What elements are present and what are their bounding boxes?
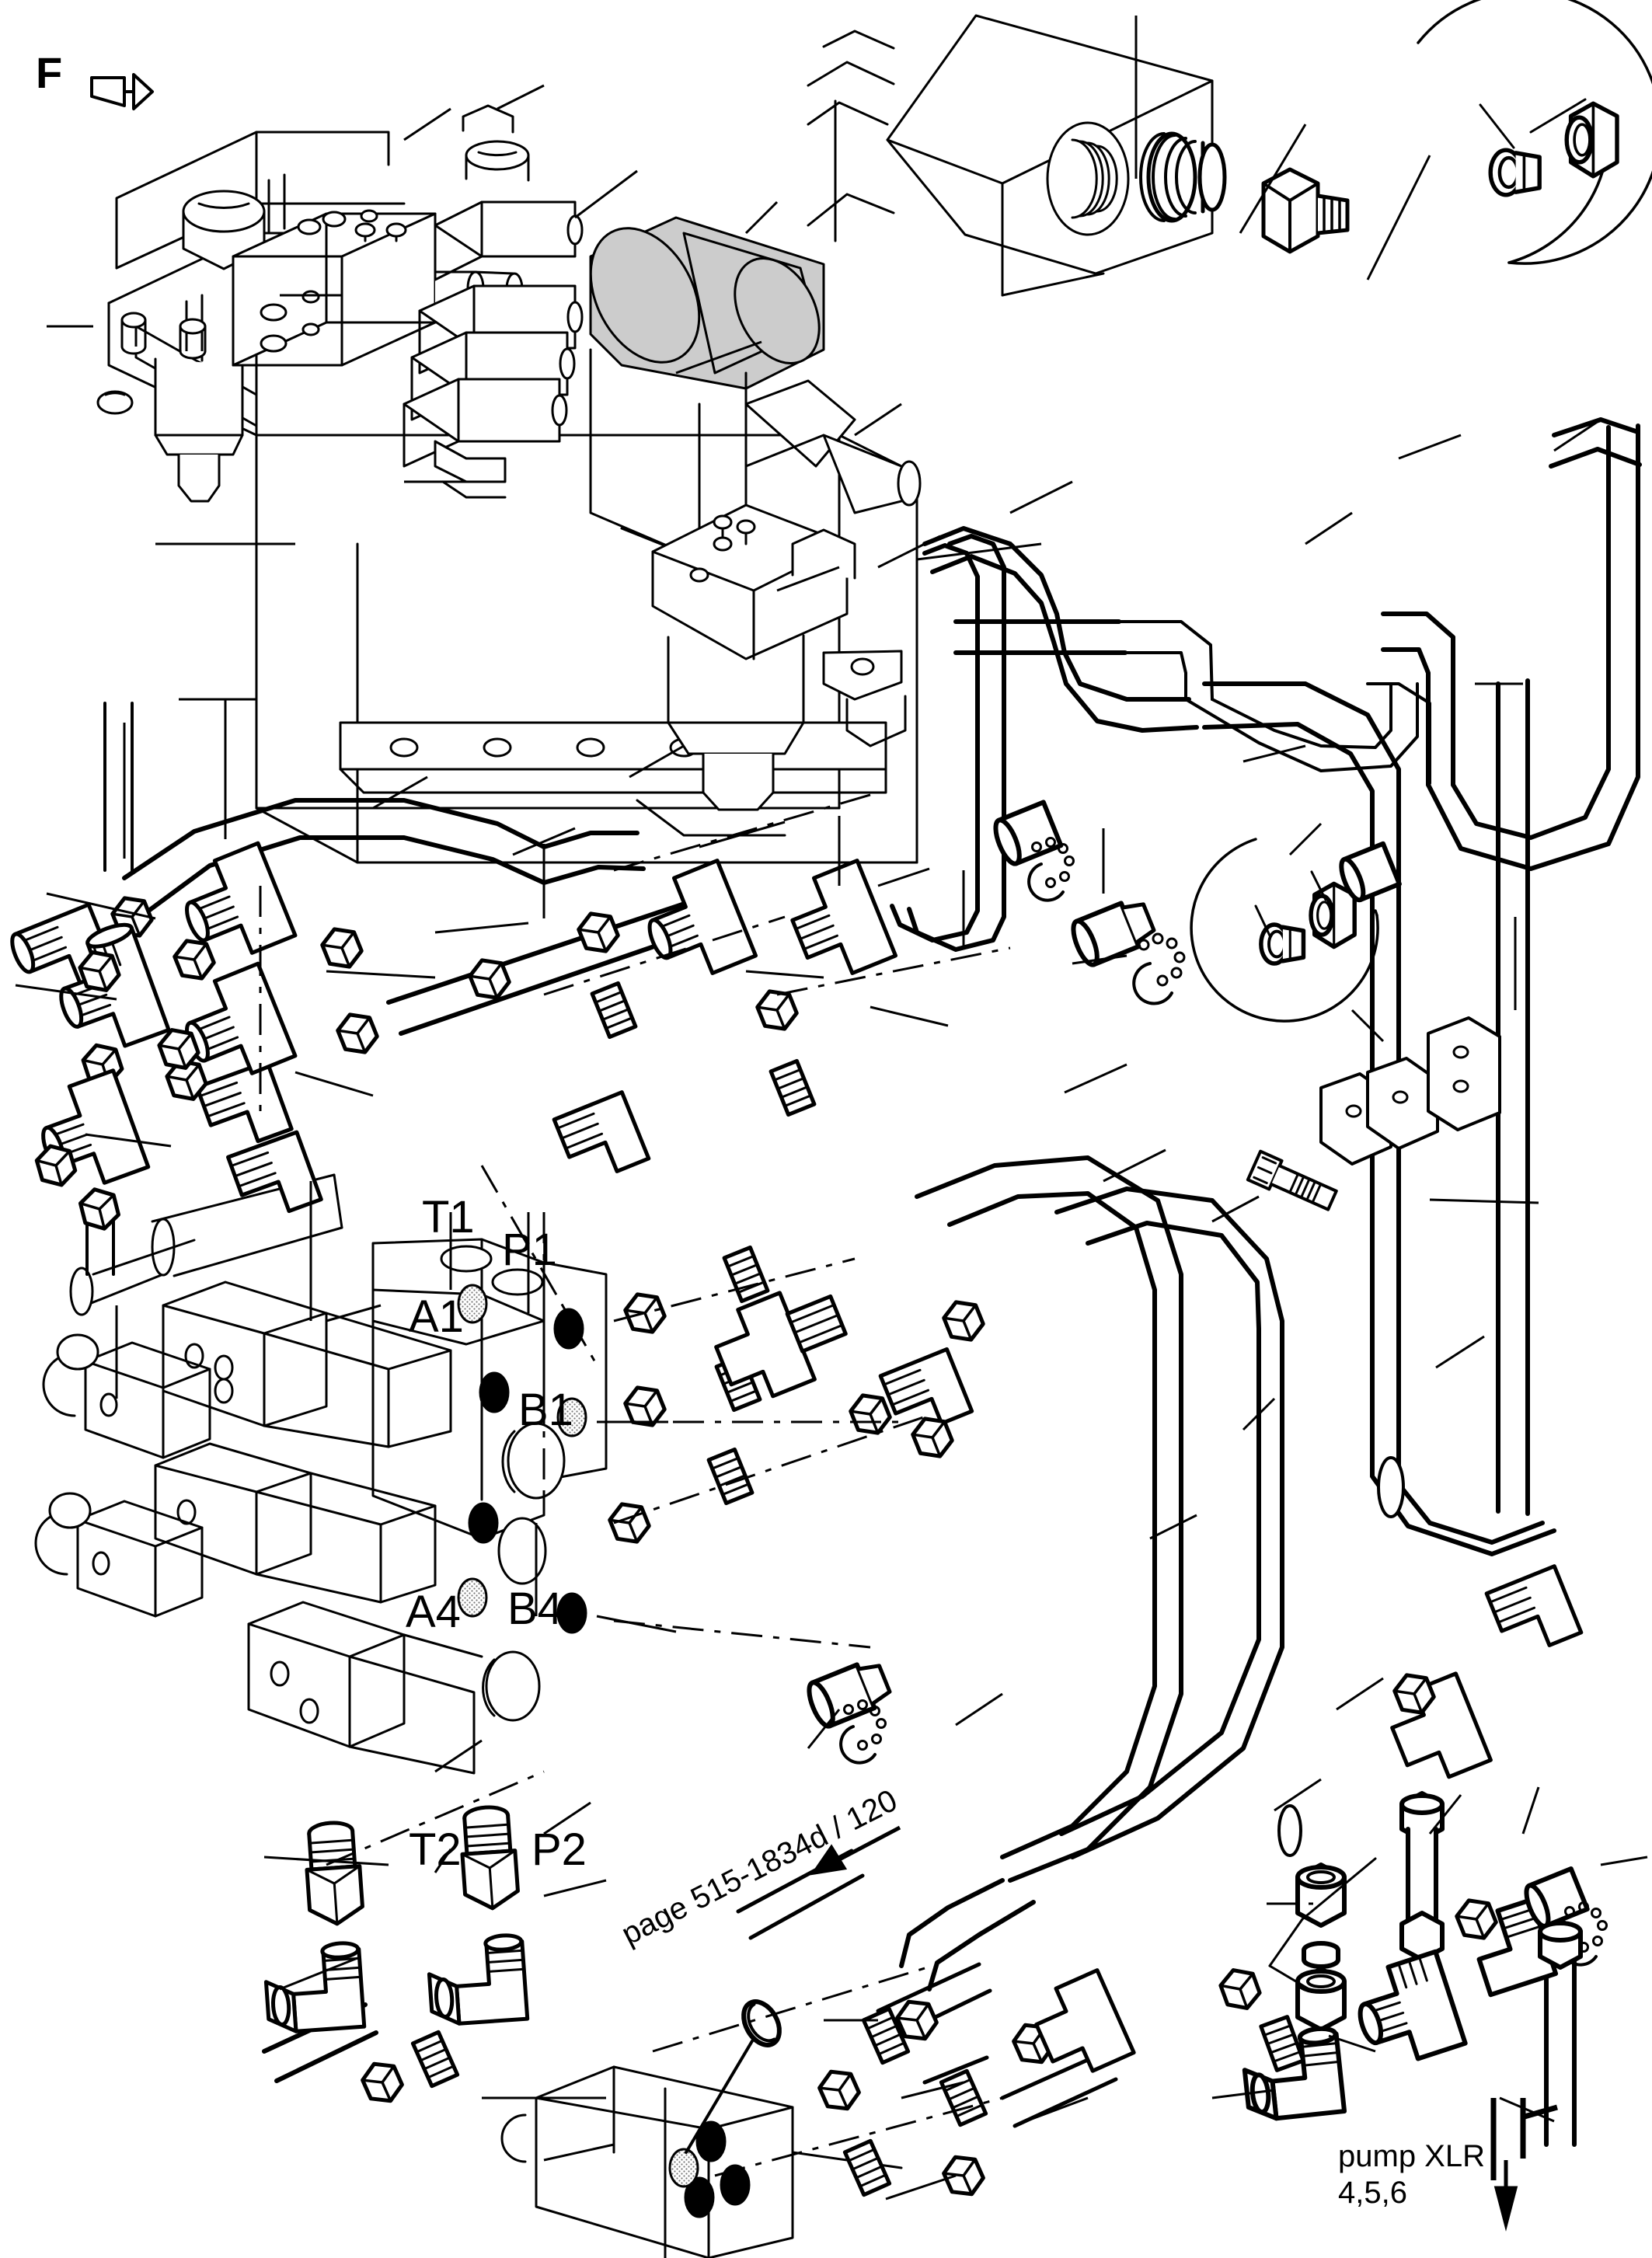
rigid-tubes: [85, 619, 1431, 2128]
hydraulic-filter: [96, 312, 258, 503]
port-label-b1: B1: [518, 1385, 573, 1435]
fittings-cluster-left: [10, 841, 381, 1232]
port-label-b4: B4: [507, 1584, 563, 1634]
pump-note-line1: pump XLR: [1338, 2139, 1485, 2173]
hose-runs: [122, 417, 1642, 2147]
bottom-block: [500, 1968, 1136, 2258]
large-port-fitting-detail: [807, 14, 1350, 297]
accumulator-cylinder: [589, 216, 922, 561]
solenoid-valve-bank-top: [403, 104, 584, 499]
orientation-marker-f: F: [36, 48, 63, 97]
port-label-a1: A1: [409, 1291, 464, 1342]
hydraulic-filter-2: [651, 504, 907, 811]
pump-reference-bars: [1490, 2098, 1558, 2180]
detail-circle-top-right: [1417, 0, 1652, 265]
pump-note: pump XLR 4,5,6: [1338, 2138, 1485, 2211]
main-valve-block: [34, 1173, 608, 1775]
fittings-cluster-bottom-right: [1242, 1791, 1608, 2121]
detail-circle-middle-right: [1190, 838, 1379, 1023]
hose-clamps: [1246, 1016, 1501, 1857]
port-label-a4: A4: [406, 1587, 461, 1637]
leader-lines: [15, 16, 1648, 2201]
port-label-t2: T2: [409, 1824, 462, 1875]
port-label-t1: T1: [422, 1192, 475, 1242]
pump-note-line2: 4,5,6: [1338, 2176, 1407, 2211]
pump-note-arrow: [1493, 2160, 1518, 2232]
orientation-arrow-glyph: [90, 73, 154, 110]
fittings-cluster-bottom-left: [263, 1805, 530, 2108]
cross-reference-arrow: [810, 1825, 901, 1876]
port-label-p1: P1: [502, 1225, 557, 1275]
port-label-p2: P2: [531, 1824, 587, 1875]
centerlines: [259, 791, 1313, 2177]
